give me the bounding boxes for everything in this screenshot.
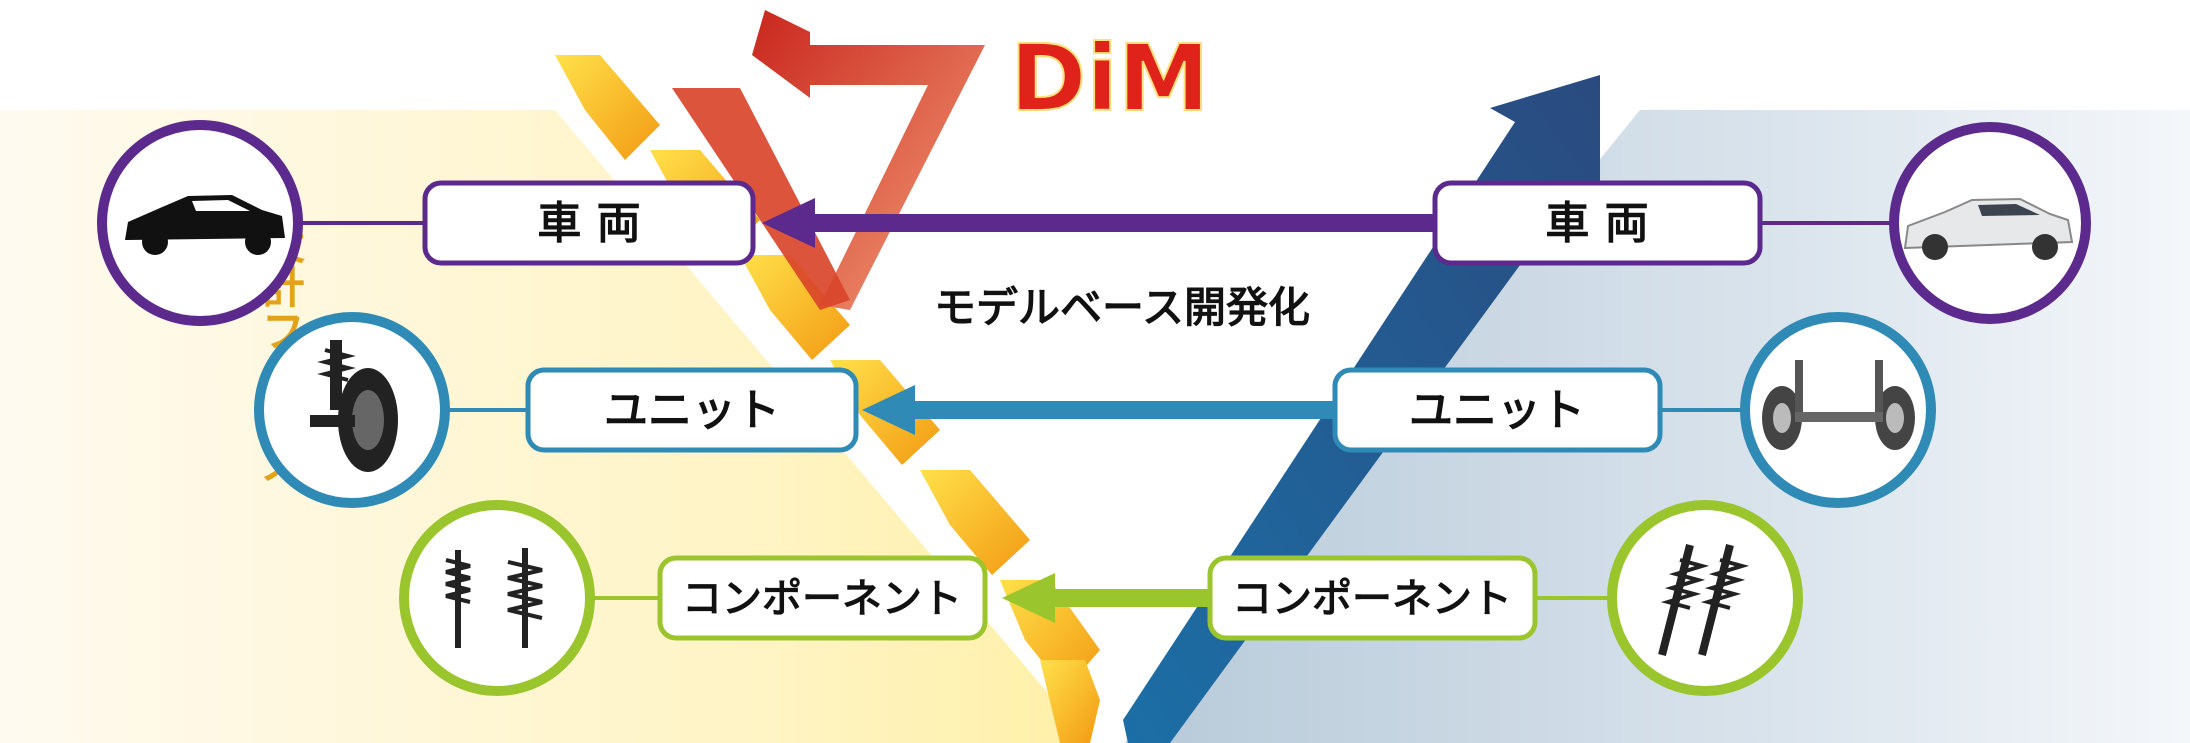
axle-assembly-icon <box>1762 360 1915 450</box>
dim-cycle-arrow <box>672 10 985 310</box>
component-left-box <box>657 555 988 641</box>
sedan-photo-icon <box>1903 197 2074 260</box>
component-right-box <box>1207 555 1538 641</box>
unit-left-box <box>525 367 859 453</box>
component-right-label: コンポーネント <box>1232 576 1512 622</box>
component-left-label: コンポーネント <box>682 576 962 622</box>
dim-logo: DiM <box>1010 25 1209 132</box>
vehicle-left-label: 車 両 <box>537 198 640 249</box>
vehicle-feedback-arrow <box>762 198 1440 248</box>
unit-right-label: ユニット <box>1409 385 1585 436</box>
component-left-circle <box>399 500 595 696</box>
vehicle-right-label: 車 両 <box>1545 198 1648 249</box>
coil-springs-icon <box>445 548 543 648</box>
component-right-circle <box>1607 500 1803 696</box>
level-vehicle: 車 両 車 両 <box>97 120 2091 326</box>
vehicle-left-box <box>422 180 756 266</box>
unit-left-label: ユニット <box>604 385 780 436</box>
center-caption: モデルベース開発化 <box>934 283 1310 332</box>
unit-right-box <box>1332 367 1663 453</box>
shock-absorbers-icon <box>1658 544 1750 656</box>
vehicle-right-box <box>1432 180 1763 266</box>
unit-feedback-arrow <box>862 385 1338 435</box>
level-unit: ユニット ユニット <box>254 312 1936 508</box>
component-feedback-arrow <box>1002 573 1212 623</box>
level-component: コンポーネント コンポーネント <box>399 500 1803 696</box>
sedan-silhouette-icon <box>125 195 285 255</box>
unit-right-circle <box>1740 312 1936 508</box>
wheel-suspension-icon <box>310 340 398 472</box>
